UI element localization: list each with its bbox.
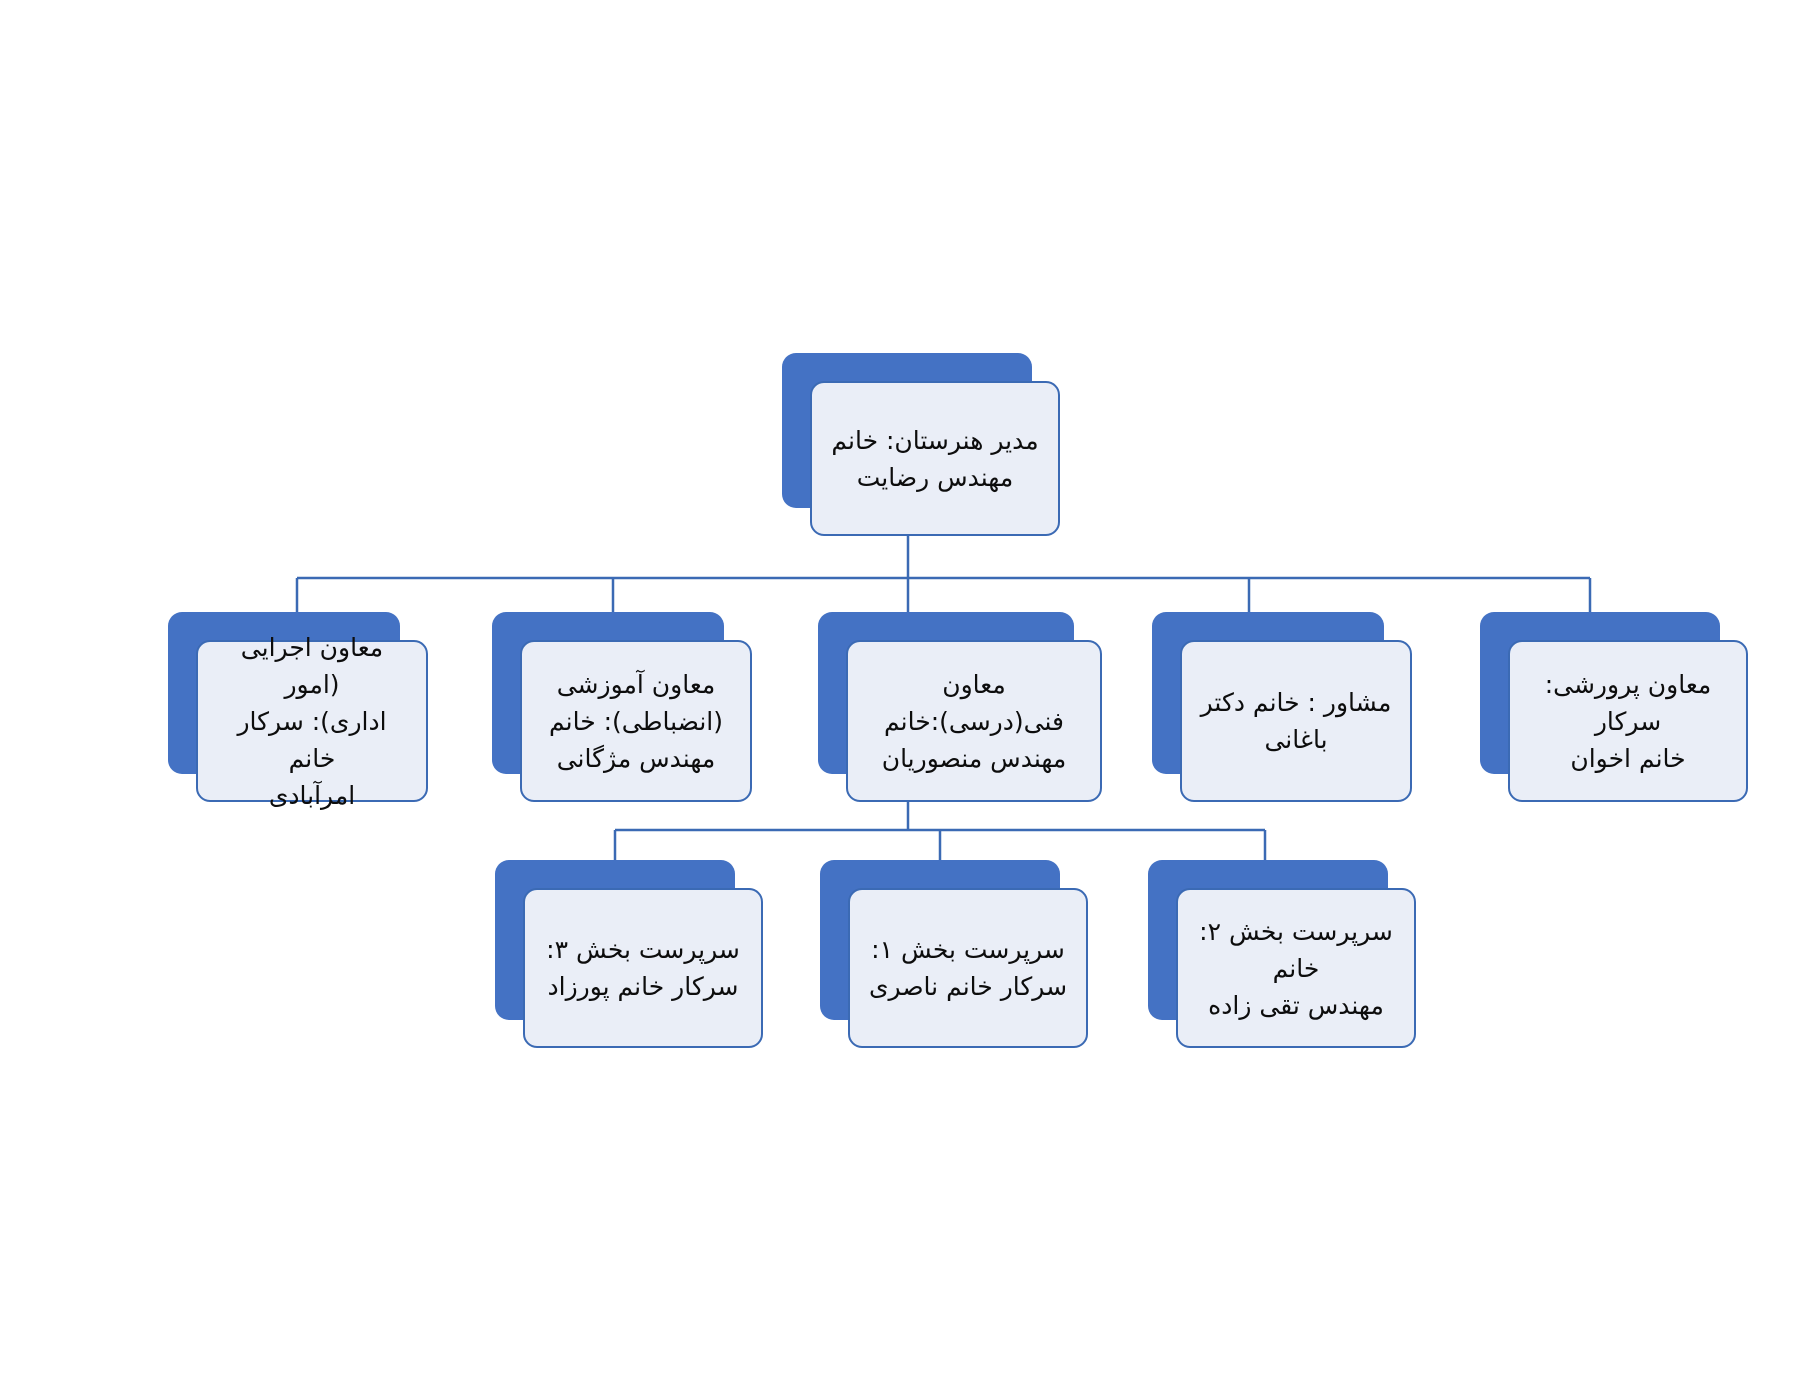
node-card[interactable]: سرپرست بخش ۳: سرکار خانم پورزاد (523, 888, 763, 1048)
node-card[interactable]: معاون اجرایی (امور اداری): سرکار خانم ام… (196, 633, 428, 810)
node-card[interactable]: معاون فنی(درسی):خانم مهندس منصوریان (846, 640, 1102, 802)
node-level3-section-3-supervisor[interactable]: سرپرست بخش ۳: سرکار خانم پورزاد (495, 860, 763, 1048)
node-label: سرپرست بخش ۳: سرکار خانم پورزاد (546, 935, 740, 1001)
node-card[interactable]: معاون آموزشی (انضباطی): خانم مهندس مژگان… (520, 640, 752, 802)
node-level2-counselor[interactable]: مشاور : خانم دکتر باغانی (1152, 612, 1412, 802)
node-level2-technical-deputy[interactable]: معاون فنی(درسی):خانم مهندس منصوریان (818, 612, 1102, 802)
node-label: معاون اجرایی (امور اداری): سرکار خانم ام… (237, 632, 387, 810)
node-card[interactable]: مدیر هنرستان: خانم مهندس رضایت (810, 381, 1060, 536)
node-level2-educational-deputy[interactable]: معاون آموزشی (انضباطی): خانم مهندس مژگان… (492, 612, 752, 802)
node-label: سرپرست بخش ۱: سرکار خانم ناصری (868, 935, 1068, 1001)
node-label: معاون آموزشی (انضباطی): خانم مهندس مژگان… (548, 669, 724, 773)
node-root[interactable]: مدیر هنرستان: خانم مهندس رضایت (782, 353, 1060, 536)
node-label: معاون فنی(درسی):خانم مهندس منصوریان (881, 669, 1067, 773)
node-level3-section-2-supervisor[interactable]: سرپرست بخش ۲: خانم مهندس تقی زاده (1148, 860, 1416, 1048)
node-label: مدیر هنرستان: خانم مهندس رضایت (831, 425, 1039, 492)
node-label: مشاور : خانم دکتر باغانی (1200, 688, 1392, 754)
node-card[interactable]: معاون پرورشی: سرکار خانم اخوان (1508, 640, 1748, 802)
node-label: معاون پرورشی: سرکار خانم اخوان (1544, 669, 1712, 773)
node-card[interactable]: سرپرست بخش ۱: سرکار خانم ناصری (848, 888, 1088, 1048)
node-level2-executive-deputy[interactable]: معاون اجرایی (امور اداری): سرکار خانم ام… (168, 612, 428, 810)
node-level2-cultural-deputy[interactable]: معاون پرورشی: سرکار خانم اخوان (1480, 612, 1748, 802)
node-card[interactable]: سرپرست بخش ۲: خانم مهندس تقی زاده (1176, 888, 1416, 1048)
node-card[interactable]: مشاور : خانم دکتر باغانی (1180, 640, 1412, 802)
node-level3-section-1-supervisor[interactable]: سرپرست بخش ۱: سرکار خانم ناصری (820, 860, 1088, 1048)
node-label: سرپرست بخش ۲: خانم مهندس تقی زاده (1199, 916, 1393, 1020)
